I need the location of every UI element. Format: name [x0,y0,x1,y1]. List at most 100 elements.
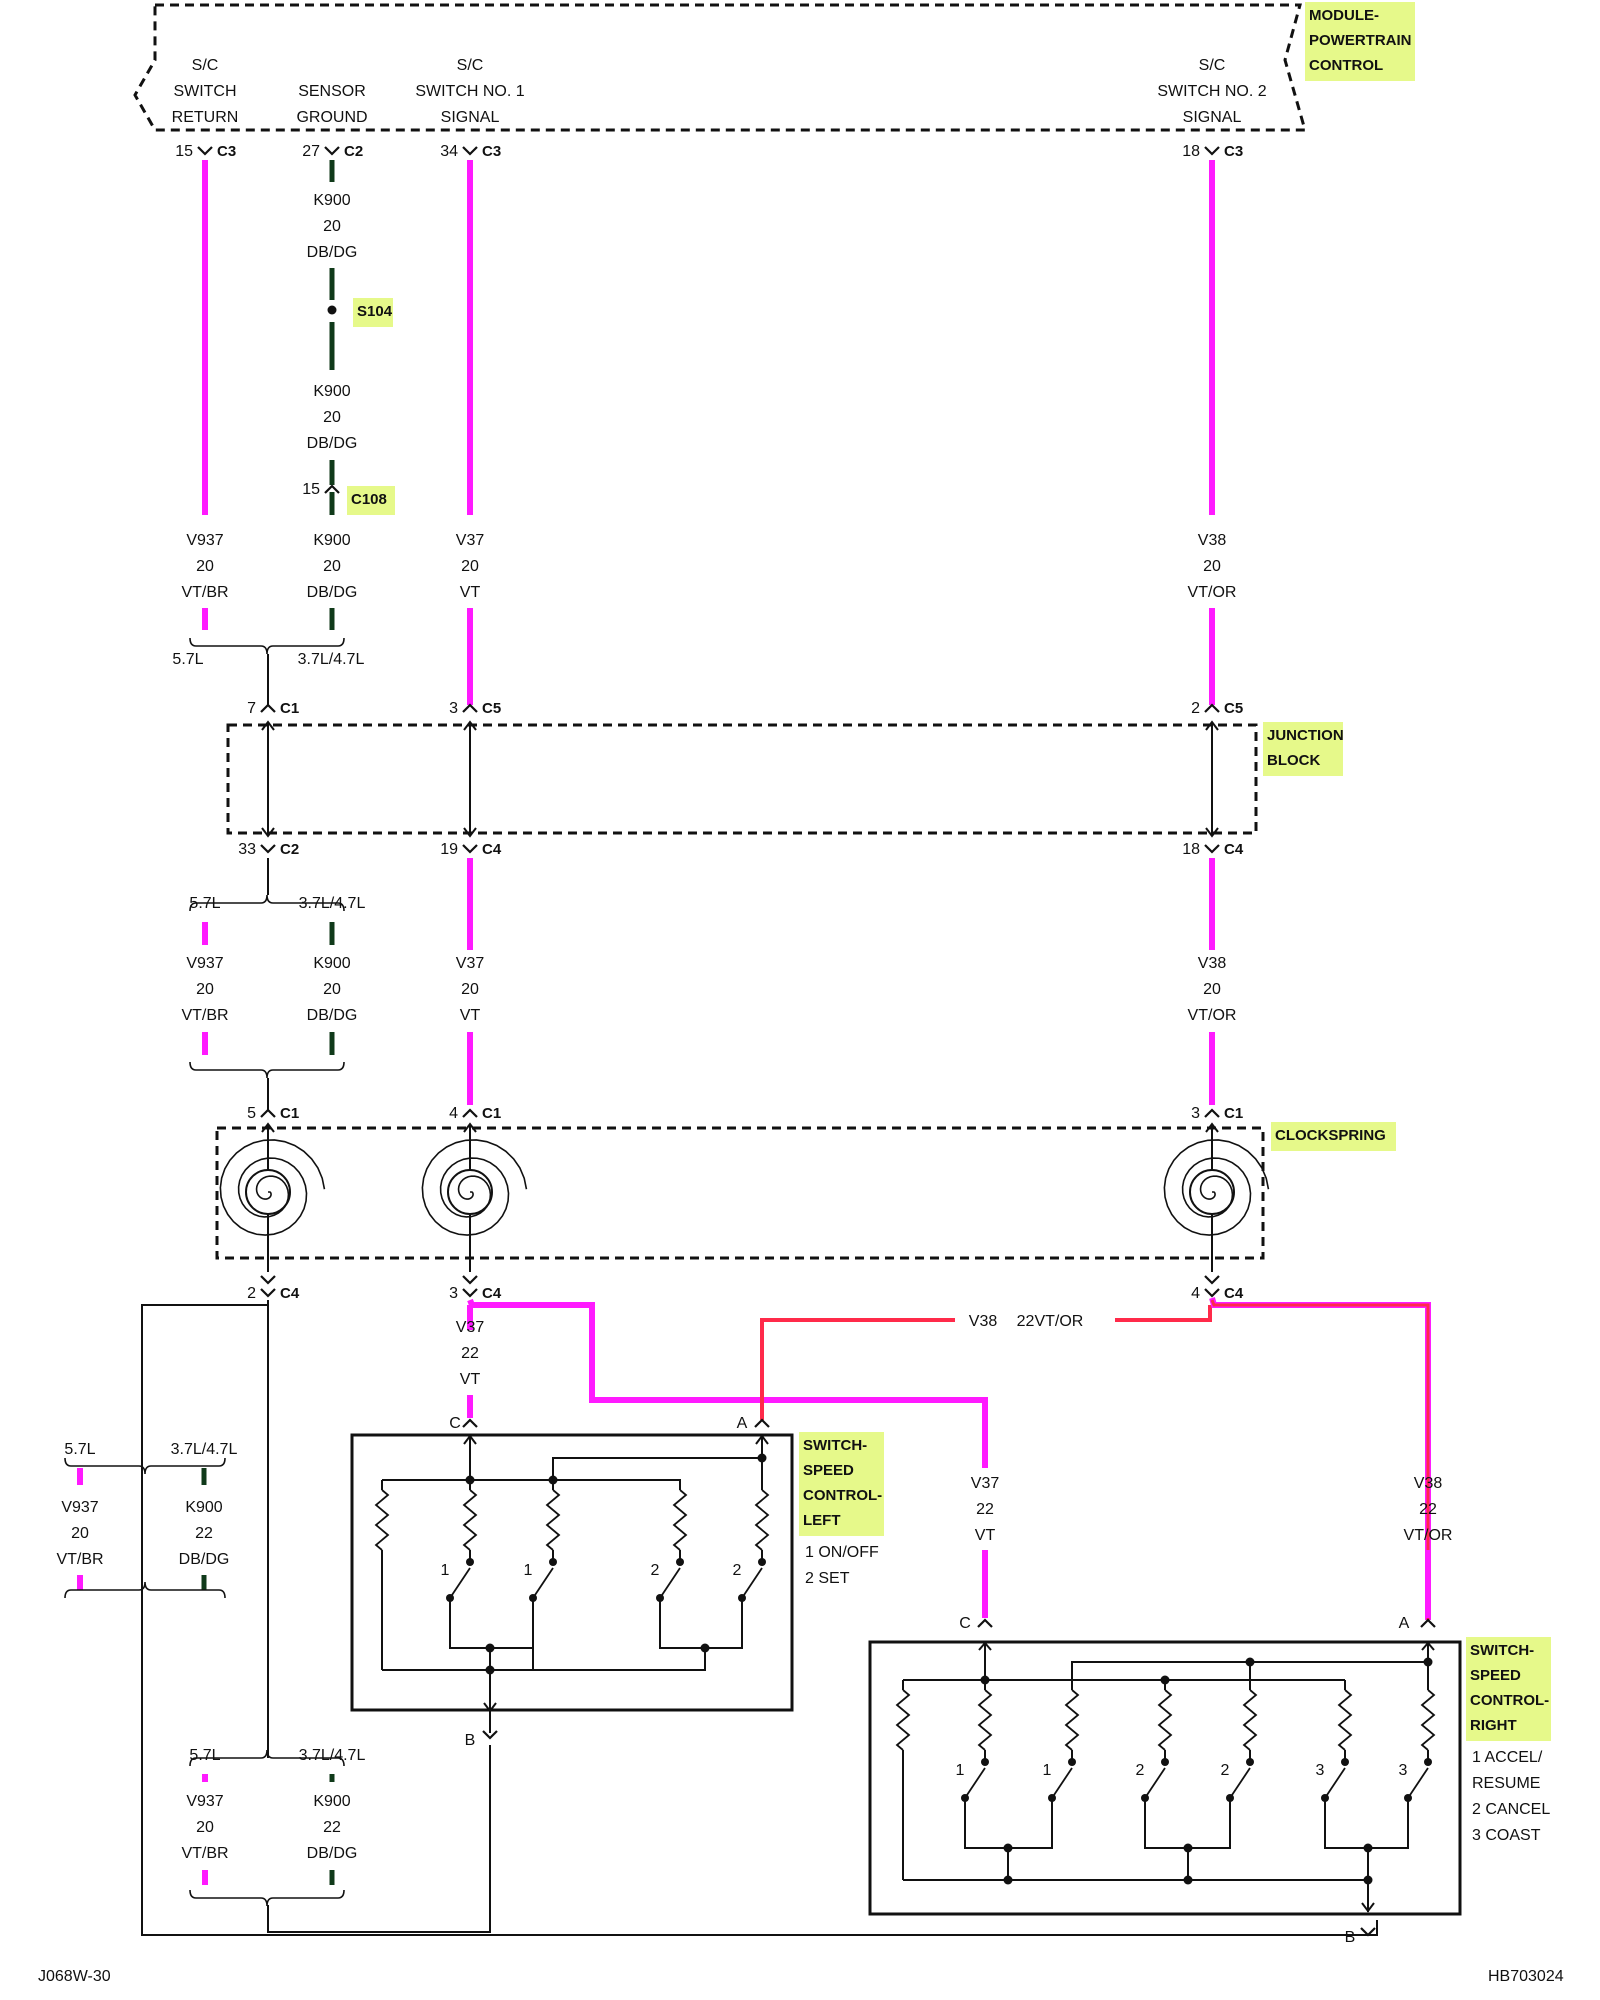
switch-left-title: CONTROL- [803,1487,882,1504]
wire-label-v37: VT [460,1371,481,1388]
wire-label-v937: V937 [186,955,223,972]
jb-in-connector-conn: C5 [1224,700,1243,717]
engine-brace [64,1457,226,1475]
wire-label-k900: K900 [313,955,350,972]
wire-label-v37: VT [460,584,481,601]
clockspring-outline [215,1126,1265,1260]
pcm-connector-symbol [197,146,213,156]
sw-bus [1324,1818,1409,1849]
switch-left-legend: 1 ON/OFF [805,1544,879,1561]
switch-right-resistor [1064,1689,1080,1751]
wire-label-v37: V37 [971,1475,1000,1492]
pcm-title-highlight [1305,2,1415,81]
switch-left-contact-dot [549,1558,557,1566]
junction-block-outline [226,723,1258,835]
junction-block-title: JUNCTION [1267,727,1344,744]
switch-right-contact-num: 1 [956,1762,965,1779]
pcm-pin-label: RETURN [172,109,239,126]
sw-arrow [463,1434,477,1445]
switch-left-contact-lever [659,1567,681,1599]
clockspring-in-connector-symbol [260,1108,276,1118]
switch-right-title: RIGHT [1470,1717,1517,1734]
clockspring-in-connector-symbol [1204,1108,1220,1118]
switch-right-title: CONTROL- [1470,1692,1549,1709]
sw-arrow [483,1702,497,1713]
wire-v38-right [1209,1297,1431,1620]
pcm-pin-label: SWITCH [173,83,236,100]
pcm-title: MODULE- [1309,7,1379,24]
clockspring-in-connector-symbol [462,1108,478,1118]
switch-left-contact-num: 2 [733,1562,742,1579]
switch-right-resistor [1420,1689,1436,1751]
jb-out-connector-pin: 19 [440,841,458,858]
switch-left-title: SPEED [803,1462,854,1479]
c108-label-highlight [347,486,395,515]
junction-dot [485,1665,495,1675]
switch-right-resistor [977,1689,993,1751]
switch-right-legend: 3 COAST [1472,1827,1541,1844]
sw-arrow [1421,1641,1435,1651]
wire-label-v937: V937 [61,1499,98,1516]
switch-left-resistor [754,1489,770,1551]
switch-right-contact-num: 2 [1221,1762,1230,1779]
jb-out-connector-symbol [462,844,478,854]
jb-in-connector-symbol [462,703,478,713]
jb-arrow [1205,720,1219,731]
pcm-pin-label: S/C [192,57,219,74]
clockspring-in-connector-conn: C1 [1224,1105,1243,1122]
switch-left-resistor [374,1489,390,1551]
wire-label-k900: 20 [323,218,341,235]
switch-left-contact-dot [758,1558,766,1566]
clockspring-in-connector-conn: C1 [280,1105,299,1122]
switch-left-contact-num: 2 [651,1562,660,1579]
wire-label-v37: VT [460,1007,481,1024]
engine-label: 3.7L/4.7L [299,1747,366,1764]
switch-right-contact-dot [1424,1758,1432,1766]
switch-left-title: SWITCH- [803,1437,867,1454]
sw-bus [552,1457,762,1480]
clockspring-out-symbol [1204,1275,1220,1285]
engine-label: 3.7L/4.7L [299,895,366,912]
switch-right-contact-dot [981,1758,989,1766]
clockspring-coil-coil [219,1139,326,1236]
jb-in-connector-symbol [260,703,276,713]
sw-bus [382,1479,681,1490]
clockspring-title-highlight [1271,1122,1396,1151]
switch-left-contact-lever [741,1567,763,1599]
wire-label-v38: V38 [1198,955,1227,972]
pcm-connector-pin: 15 [175,143,193,160]
wire-label-v38: 20 [1203,981,1221,998]
switch-left-outline [350,1433,794,1712]
engine-label: 3.7L/4.7L [171,1441,238,1458]
switch-right-contact-num: 2 [1136,1762,1145,1779]
switch-right-b-connector-symbol [1360,1927,1376,1937]
switch-right-contact-lever [1051,1767,1073,1799]
wire-label-k900: 20 [323,409,341,426]
switch-right-contact-num: 3 [1399,1762,1408,1779]
switch-left-resistor [672,1489,688,1551]
wire-label-v37: V37 [456,955,485,972]
pcm-title: POWERTRAIN [1309,32,1412,49]
pcm-connector-symbol [462,146,478,156]
wire-label-k900: K900 [313,383,350,400]
clockspring-out-connector-pin: 3 [449,1285,458,1302]
switch-right-title: SWITCH- [1470,1642,1534,1659]
switch-left-b-connector-symbol [482,1730,498,1740]
wire-label-v38: V38 [1414,1475,1443,1492]
clockspring-out-symbol [462,1275,478,1285]
clockspring-out-connector-conn: C4 [482,1285,502,1302]
clockspring-coil-coil [421,1139,528,1236]
clockspring-out-connector-symbol [260,1288,276,1298]
engine-brace [64,1581,226,1599]
wire-label-k900: 22 [323,1819,341,1836]
switch-right-contact-dot [1068,1758,1076,1766]
clockspring-arrow [1205,1122,1219,1133]
switch-left-terminal-c: C [449,1415,461,1432]
wire-label-k900: K900 [185,1499,222,1516]
switch-right-terminal-b: B [1345,1929,1356,1946]
wire-label-v38: VT/OR [1188,584,1237,601]
clockspring-out-connector-conn: C4 [280,1285,300,1302]
jb-arrow [463,720,477,731]
wire-label-v937: V937 [186,1793,223,1810]
